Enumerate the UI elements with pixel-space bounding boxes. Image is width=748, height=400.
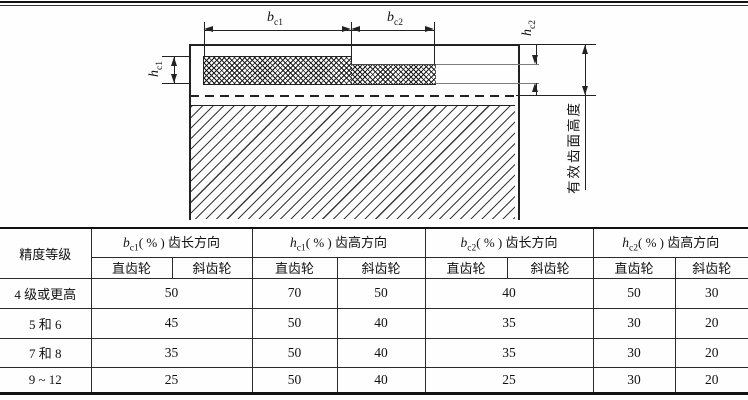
subheader-cell: 直齿轮 bbox=[592, 256, 676, 279]
value-cell: 20 bbox=[674, 307, 748, 339]
bc1-dimension-label: bc1 bbox=[267, 10, 283, 28]
value-cell: 50 bbox=[251, 307, 338, 339]
eff-height-ext-bottom bbox=[516, 95, 596, 97]
value-cell: 50 bbox=[251, 366, 338, 394]
hc1-dimension-label: hc1 bbox=[147, 61, 165, 77]
value-cell: 25 bbox=[424, 366, 594, 394]
eff-height-arrow-up-icon bbox=[581, 45, 588, 54]
group-header-hc1: hc1( % ) 齿高方向 bbox=[251, 227, 426, 258]
b-dimension-line bbox=[204, 29, 435, 31]
value-cell: 40 bbox=[424, 277, 594, 309]
value-cell: 35 bbox=[424, 337, 594, 368]
b-ext-middle bbox=[350, 22, 352, 64]
group-header-bc1: bc1( % ) 齿长方向 bbox=[90, 227, 253, 258]
value-cell: 40 bbox=[336, 307, 426, 339]
grade-label-cell: 5 和 6 bbox=[0, 307, 92, 339]
hc2-extension-bottom bbox=[436, 82, 539, 84]
value-cell: 50 bbox=[90, 277, 253, 309]
subheader-cell: 斜齿轮 bbox=[506, 256, 594, 279]
table-row: 7 和 8 35 50 40 35 30 20 bbox=[0, 337, 748, 368]
value-cell: 30 bbox=[592, 337, 676, 368]
hc1-arrow-up-icon bbox=[170, 57, 177, 66]
value-cell: 35 bbox=[90, 337, 253, 368]
value-cell: 20 bbox=[674, 366, 748, 394]
value-cell: 25 bbox=[90, 366, 253, 394]
subheader-cell: 直齿轮 bbox=[251, 256, 338, 279]
value-cell: 40 bbox=[336, 366, 426, 394]
value-cell: 30 bbox=[674, 277, 748, 309]
b-ext-left bbox=[204, 22, 205, 57]
bc1-arrow-right-icon bbox=[341, 26, 351, 32]
hc1-ext-top bbox=[162, 56, 190, 57]
gear-flank-outline bbox=[189, 44, 520, 220]
top-rule-thick bbox=[0, 0, 748, 3]
group-header-hc2: hc2( % ) 齿高方向 bbox=[592, 227, 748, 258]
value-cell: 30 bbox=[592, 366, 676, 394]
accuracy-grade-table: 精度等级 bc1( % ) 齿长方向 hc1( % ) 齿高方向 bc2( % … bbox=[0, 227, 748, 395]
value-cell: 50 bbox=[336, 277, 426, 309]
bc2-arrow-right-icon bbox=[425, 26, 434, 32]
value-cell: 35 bbox=[424, 307, 594, 339]
subheader-cell: 斜齿轮 bbox=[674, 256, 748, 279]
hc2-dimension-label: hc2 bbox=[520, 20, 538, 36]
hc2-dimension-line-upper bbox=[535, 44, 537, 64]
table-row: 9 ~ 12 25 50 40 25 30 20 bbox=[0, 366, 748, 394]
subheader-cell: 直齿轮 bbox=[91, 256, 173, 279]
hc2-arrow-up-icon bbox=[532, 82, 538, 92]
value-cell: 50 bbox=[251, 337, 338, 368]
subheader-row: 直齿轮 斜齿轮 直齿轮 斜齿轮 直齿轮 斜齿轮 直齿轮 斜齿轮 bbox=[0, 256, 748, 279]
bc2-arrow-left-icon bbox=[351, 26, 360, 32]
hc1-ext-bottom bbox=[162, 82, 190, 84]
value-cell: 40 bbox=[336, 337, 426, 368]
hc2-extension-top bbox=[436, 64, 539, 65]
hatch-zone-bc2 bbox=[351, 64, 436, 85]
tooth-flank-hatch bbox=[191, 105, 515, 219]
subheader-cell: 斜齿轮 bbox=[171, 256, 253, 279]
value-cell: 30 bbox=[592, 307, 676, 339]
value-cell: 45 bbox=[90, 307, 253, 339]
contact-pattern-diagram: bc1 bc2 hc1 hc2 有效齿面高度 bbox=[147, 10, 596, 220]
subheader-cell: 斜齿轮 bbox=[336, 256, 426, 279]
table-row: 5 和 6 45 50 40 35 30 20 bbox=[0, 307, 748, 339]
grade-label-cell: 9 ~ 12 bbox=[0, 366, 92, 394]
effective-height-label: 有效齿面高度 bbox=[566, 101, 582, 194]
bc2-dimension-label: bc2 bbox=[387, 10, 403, 28]
hc2-arrow-down-icon bbox=[532, 55, 538, 64]
subheader-cell: 直齿轮 bbox=[424, 256, 508, 279]
corner-header-cell: 精度等级 bbox=[0, 227, 92, 279]
value-cell: 20 bbox=[674, 337, 748, 368]
eff-height-arrow-down-icon bbox=[581, 86, 588, 95]
table-row: 4 级或更高 50 70 50 40 50 30 bbox=[0, 277, 748, 309]
eff-height-ext-top bbox=[516, 44, 596, 46]
group-header-row: 精度等级 bc1( % ) 齿长方向 hc1( % ) 齿高方向 bc2( % … bbox=[0, 227, 748, 279]
grade-label-cell: 7 和 8 bbox=[0, 337, 92, 368]
grade-label-cell: 4 级或更高 bbox=[0, 277, 92, 309]
hatch-zone-bc1 bbox=[203, 56, 352, 85]
value-cell: 70 bbox=[251, 277, 338, 309]
b-ext-right bbox=[434, 22, 435, 64]
value-cell: 50 bbox=[592, 277, 676, 309]
bc1-arrow-left-icon bbox=[204, 26, 213, 32]
hc1-arrow-down-icon bbox=[170, 74, 177, 83]
top-rule-thin bbox=[0, 4, 748, 6]
eff-height-dimension-line bbox=[585, 45, 586, 190]
reference-dashed-line bbox=[190, 95, 516, 97]
group-header-bc2: bc2( % ) 齿长方向 bbox=[424, 227, 594, 258]
hc1-dimension-line bbox=[173, 57, 175, 83]
